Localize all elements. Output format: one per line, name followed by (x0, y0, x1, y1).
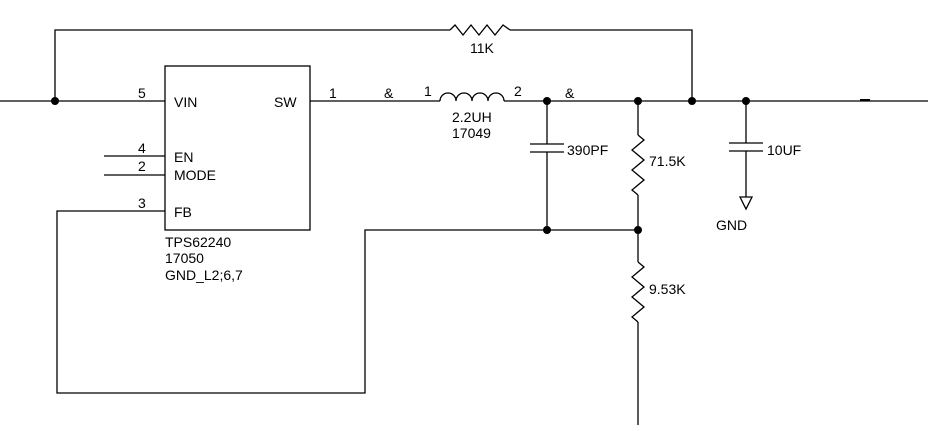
inductor-coil (439, 92, 505, 102)
resistor-71k5 (630, 134, 646, 196)
pin-num-sw: 1 (329, 85, 337, 101)
junction-fb-cap (543, 226, 551, 234)
inductor-value: 2.2UH (452, 109, 492, 125)
gnd-symbol-icon (738, 196, 754, 211)
ic-part-label: TPS62240 (165, 234, 231, 250)
top-loop-left-wire (54, 29, 450, 101)
r-bottom-value: 9.53K (649, 281, 686, 297)
pin-num-en: 4 (138, 140, 146, 156)
pin-name-fb: FB (174, 204, 192, 220)
gnd-label: GND (716, 217, 747, 233)
ic-ref-label: 17050 (165, 250, 204, 266)
label-11k: 11K (470, 40, 495, 56)
net-amp-label-1: & (384, 85, 394, 101)
cap-out-value: 10UF (767, 142, 801, 158)
top-loop-right-wire (510, 29, 693, 101)
inductor-ref: 17049 (452, 125, 491, 141)
inductor-pin2: 2 (514, 83, 522, 99)
pin-num-vin: 5 (138, 85, 146, 101)
junction-loop (688, 97, 696, 105)
pin-name-mode: MODE (174, 167, 216, 183)
pin-num-fb: 3 (138, 195, 146, 211)
inductor-pin1: 1 (424, 83, 432, 99)
pin-name-sw: SW (274, 94, 297, 110)
pin-name-vin: VIN (174, 94, 197, 110)
ic-gnd-label: GND_L2;6,7 (165, 267, 243, 283)
net-amp-label-2: & (565, 85, 575, 101)
pin-num-mode: 2 (138, 158, 146, 174)
pin-name-en: EN (174, 149, 193, 165)
ic-body (164, 65, 311, 231)
resistor-9k53 (630, 261, 646, 323)
resistor-11k (449, 23, 511, 37)
cap-ff-value: 390PF (567, 142, 608, 158)
r-top-value: 71.5K (649, 153, 686, 169)
fb-wire (56, 210, 638, 394)
